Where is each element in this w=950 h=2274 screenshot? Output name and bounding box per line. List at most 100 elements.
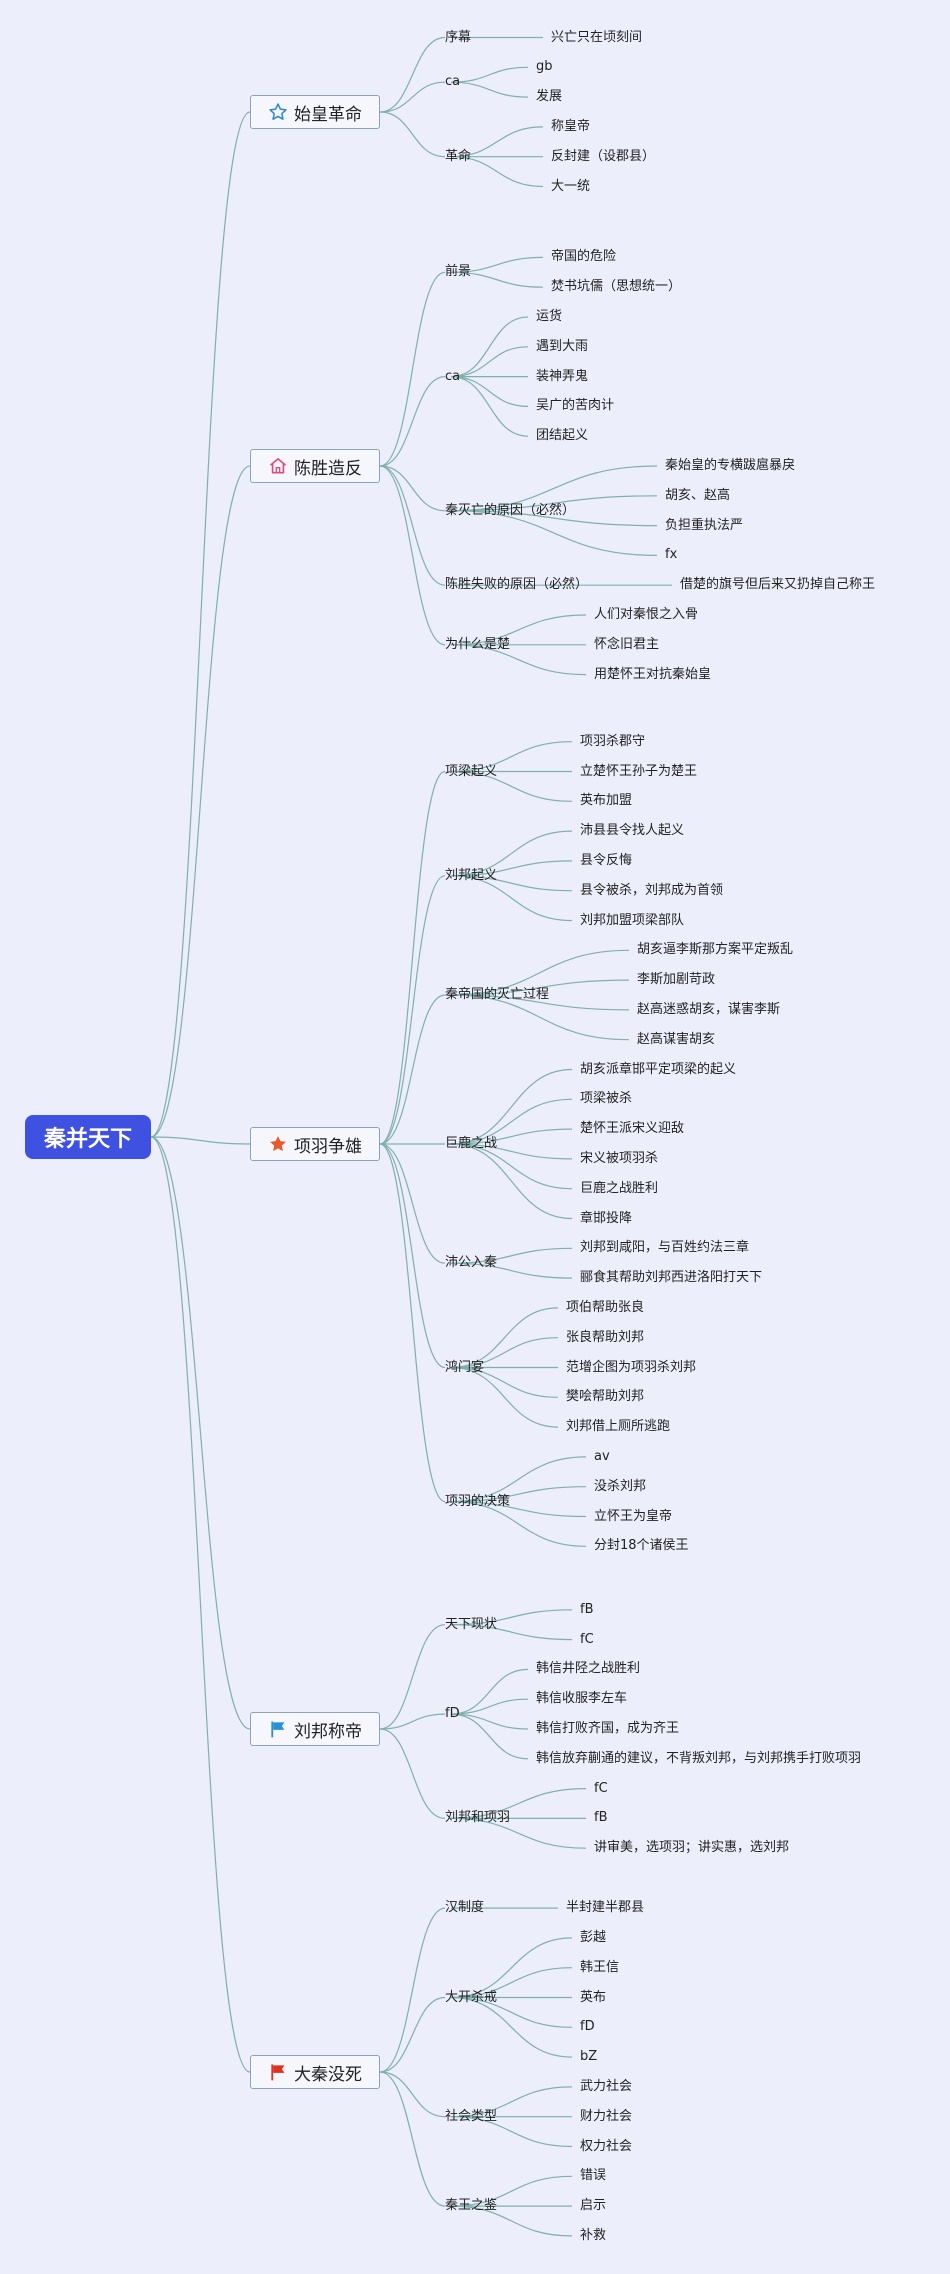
leaf-node-3-1-3[interactable]: 英布加盟 — [580, 793, 633, 809]
leaf-node-3-6-3[interactable]: 范增企图为项羽杀刘邦 — [566, 1359, 697, 1375]
leaf-node-1-2-1[interactable]: gb — [536, 59, 553, 75]
branch-node-4[interactable]: 刘邦称帝 — [250, 1712, 380, 1746]
leaf-node-4-2-3[interactable]: 韩信打败齐国，成为齐王 — [536, 1721, 680, 1736]
leaf-node-2-2-4[interactable]: 吴广的苦肉计 — [536, 398, 615, 414]
leaf-node-3-1-1[interactable]: 项羽杀郡守 — [580, 733, 646, 749]
branch-node-2[interactable]: 陈胜造反 — [250, 449, 380, 483]
leaf-node-4-1-2[interactable]: fC — [580, 1631, 594, 1647]
leaf-node-3-3-1[interactable]: 胡亥逼李斯那方案平定叛乱 — [637, 942, 794, 958]
leaf-node-5-3-2[interactable]: 财力社会 — [580, 2108, 633, 2124]
sub-node-3-6[interactable]: 鸿门宴 — [445, 1359, 485, 1375]
leaf-node-4-3-2[interactable]: fB — [594, 1810, 608, 1826]
leaf-node-5-2-3[interactable]: 英布 — [580, 1989, 607, 2005]
leaf-node-3-7-2[interactable]: 没杀刘邦 — [594, 1478, 647, 1494]
sub-2-5-to-leaf-3-link — [450, 644, 587, 676]
branch-node-5[interactable]: 大秦没死 — [250, 2055, 380, 2089]
leaf-node-2-2-2[interactable]: 遇到大雨 — [536, 338, 589, 354]
leaf-node-2-2-1[interactable]: 运货 — [536, 309, 563, 324]
leaf-node-2-4-1[interactable]: 借楚的旗号但后来又扔掉自己称王 — [680, 577, 876, 593]
leaf-node-5-3-1[interactable]: 武力社会 — [580, 2078, 633, 2094]
leaf-node-1-3-1[interactable]: 称皇帝 — [551, 118, 591, 134]
sub-node-5-2[interactable]: 大开杀戒 — [445, 1989, 498, 2005]
leaf-node-3-5-2[interactable]: 郦食其帮助刘邦西进洛阳打天下 — [580, 1270, 763, 1286]
leaf-node-3-3-3[interactable]: 赵高迷惑胡亥，谋害李斯 — [637, 1001, 781, 1017]
leaf-node-3-3-4[interactable]: 赵高谋害胡亥 — [637, 1031, 716, 1047]
leaf-node-3-4-3[interactable]: 楚怀王派宋义迎敌 — [580, 1121, 685, 1137]
leaf-node-3-4-5[interactable]: 巨鹿之战胜利 — [580, 1180, 659, 1196]
leaf-node-3-5-1[interactable]: 刘邦到咸阳，与百姓约法三章 — [580, 1240, 750, 1256]
leaf-node-2-2-5[interactable]: 团结起义 — [536, 428, 589, 444]
leaf-node-3-2-1[interactable]: 沛县县令找人起义 — [580, 823, 685, 839]
leaf-node-3-4-6[interactable]: 章邯投降 — [580, 1210, 633, 1226]
sub-node-3-2[interactable]: 刘邦起义 — [445, 867, 498, 883]
leaf-node-5-4-2[interactable]: 启示 — [580, 2198, 607, 2214]
leaf-node-2-1-1[interactable]: 帝国的危险 — [551, 249, 617, 265]
leaf-node-3-6-2[interactable]: 张良帮助刘邦 — [566, 1329, 645, 1345]
sub-node-3-3[interactable]: 秦帝国的灭亡过程 — [445, 987, 550, 1002]
leaf-node-2-3-2[interactable]: 胡亥、赵高 — [665, 487, 731, 503]
leaf-node-5-4-3[interactable]: 补救 — [580, 2227, 607, 2243]
branch-node-3[interactable]: 项羽争雄 — [250, 1127, 380, 1161]
leaf-node-5-1-1[interactable]: 半封建半郡县 — [566, 1900, 645, 1916]
sub-node-2-3[interactable]: 秦灭亡的原因（必然） — [445, 502, 576, 518]
leaf-node-5-2-4[interactable]: fD — [580, 2019, 595, 2035]
leaf-node-3-4-1[interactable]: 胡亥派章邯平定项梁的起义 — [580, 1061, 737, 1077]
leaf-node-1-3-2[interactable]: 反封建（设郡县） — [551, 148, 656, 164]
leaf-node-2-5-2[interactable]: 怀念旧君主 — [594, 636, 660, 652]
leaf-node-1-1-1[interactable]: 兴亡只在顷刻间 — [551, 29, 643, 45]
leaf-node-2-5-3[interactable]: 用楚怀王对抗秦始皇 — [594, 666, 712, 682]
sub-node-3-1[interactable]: 项梁起义 — [445, 763, 498, 779]
leaf-node-3-6-4[interactable]: 樊哙帮助刘邦 — [566, 1389, 645, 1405]
leaf-node-4-2-4[interactable]: 韩信放弃蒯通的建议，不背叛刘邦，与刘邦携手打败项羽 — [536, 1750, 862, 1766]
leaf-node-3-7-4[interactable]: 分封18个诸侯王 — [594, 1538, 689, 1554]
leaf-node-3-3-2[interactable]: 李斯加剧苛政 — [637, 972, 716, 988]
leaf-node-3-2-2[interactable]: 县令反悔 — [580, 852, 633, 868]
leaf-node-5-2-1[interactable]: 彭越 — [580, 1929, 607, 1945]
sub-node-5-3[interactable]: 社会类型 — [445, 2108, 498, 2124]
sub-2-2-to-leaf-4-link — [450, 376, 529, 407]
leaf-node-5-4-1[interactable]: 错误 — [580, 2168, 607, 2184]
sub-node-4-2[interactable]: fD — [445, 1706, 460, 1722]
leaf-node-5-2-2[interactable]: 韩王信 — [580, 1959, 620, 1975]
root-node[interactable]: 秦并天下 — [25, 1115, 151, 1159]
sub-node-3-4[interactable]: 巨鹿之战 — [445, 1136, 498, 1151]
sub-node-2-2[interactable]: ca — [445, 368, 461, 384]
sub-node-1-3[interactable]: 革命 — [445, 148, 472, 164]
branch-node-1[interactable]: 始皇革命 — [250, 95, 380, 129]
sub-node-1-1[interactable]: 序幕 — [445, 29, 472, 45]
leaf-node-4-1-1[interactable]: fB — [580, 1601, 594, 1617]
leaf-node-3-7-1[interactable]: av — [594, 1448, 610, 1464]
leaf-node-3-4-2[interactable]: 项梁被杀 — [580, 1091, 633, 1107]
sub-node-1-2[interactable]: ca — [445, 74, 461, 90]
leaf-node-4-2-2[interactable]: 韩信收服李左车 — [536, 1691, 628, 1707]
leaf-node-1-3-3[interactable]: 大一统 — [551, 178, 591, 194]
leaf-node-2-5-1[interactable]: 人们对秦恨之入骨 — [594, 607, 699, 622]
sub-node-2-4[interactable]: 陈胜失败的原因（必然） — [445, 577, 589, 593]
leaf-node-5-2-5[interactable]: bZ — [580, 2049, 598, 2065]
leaf-node-2-1-2[interactable]: 焚书坑儒（思想统一） — [551, 279, 682, 295]
sub-node-5-1[interactable]: 汉制度 — [445, 1900, 485, 1916]
leaf-node-2-2-3[interactable]: 装神弄鬼 — [536, 368, 589, 384]
leaf-node-2-3-4[interactable]: fx — [665, 547, 678, 563]
leaf-node-4-2-1[interactable]: 韩信井陉之战胜利 — [536, 1661, 641, 1677]
sub-node-2-5[interactable]: 为什么是楚 — [445, 636, 511, 652]
leaf-node-1-2-2[interactable]: 发展 — [536, 89, 563, 105]
sub-node-2-1[interactable]: 前景 — [445, 264, 472, 280]
leaf-node-3-6-1[interactable]: 项伯帮助张良 — [566, 1299, 645, 1315]
leaf-node-3-2-3[interactable]: 县令被杀，刘邦成为首领 — [580, 882, 724, 898]
leaf-node-3-1-2[interactable]: 立楚怀王孙子为楚王 — [580, 763, 698, 779]
leaf-node-3-4-4[interactable]: 宋义被项羽杀 — [580, 1150, 659, 1166]
leaf-node-5-3-3[interactable]: 权力社会 — [580, 2138, 633, 2154]
sub-node-4-3[interactable]: 刘邦和项羽 — [445, 1810, 511, 1826]
leaf-node-4-3-1[interactable]: fC — [594, 1780, 608, 1796]
sub-node-5-4[interactable]: 秦王之鉴 — [445, 2198, 498, 2214]
sub-node-4-1[interactable]: 天下现状 — [445, 1616, 498, 1632]
leaf-node-2-3-3[interactable]: 负担重执法严 — [665, 517, 744, 533]
leaf-node-3-6-5[interactable]: 刘邦借上厕所逃跑 — [566, 1419, 671, 1435]
leaf-node-4-3-3[interactable]: 讲审美，选项羽；讲实惠，选刘邦 — [594, 1840, 790, 1856]
leaf-node-2-3-1[interactable]: 秦始皇的专横跋扈暴戾 — [665, 458, 796, 473]
leaf-node-3-7-3[interactable]: 立怀王为皇帝 — [594, 1508, 673, 1524]
sub-node-3-7[interactable]: 项羽的决策 — [445, 1493, 511, 1509]
leaf-node-3-2-4[interactable]: 刘邦加盟项梁部队 — [580, 912, 685, 928]
sub-node-3-5[interactable]: 沛公入秦 — [445, 1255, 498, 1271]
